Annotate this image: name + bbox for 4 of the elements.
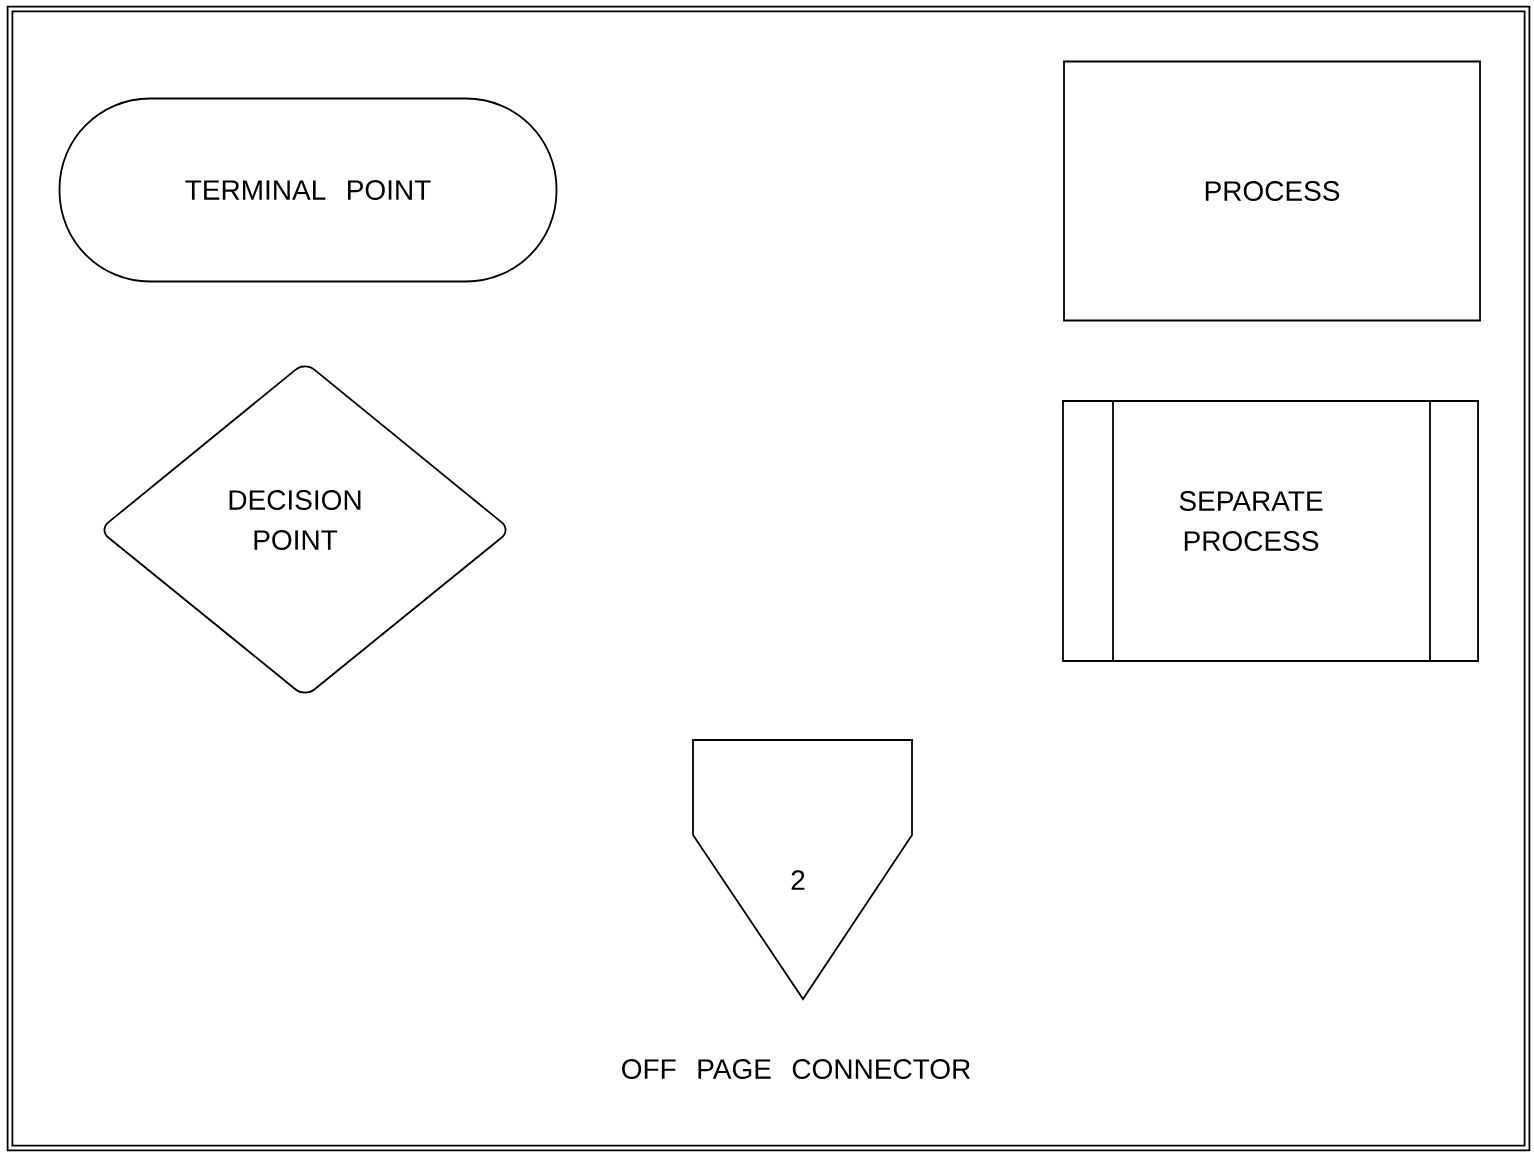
off-page-connector: 2 xyxy=(692,739,913,1001)
process-box: PROCESS xyxy=(1063,60,1481,322)
connector-caption: OFF PAGE CONNECTOR xyxy=(622,1059,970,1079)
predefined-process-box: SEPARATE PROCESS xyxy=(1062,400,1479,662)
